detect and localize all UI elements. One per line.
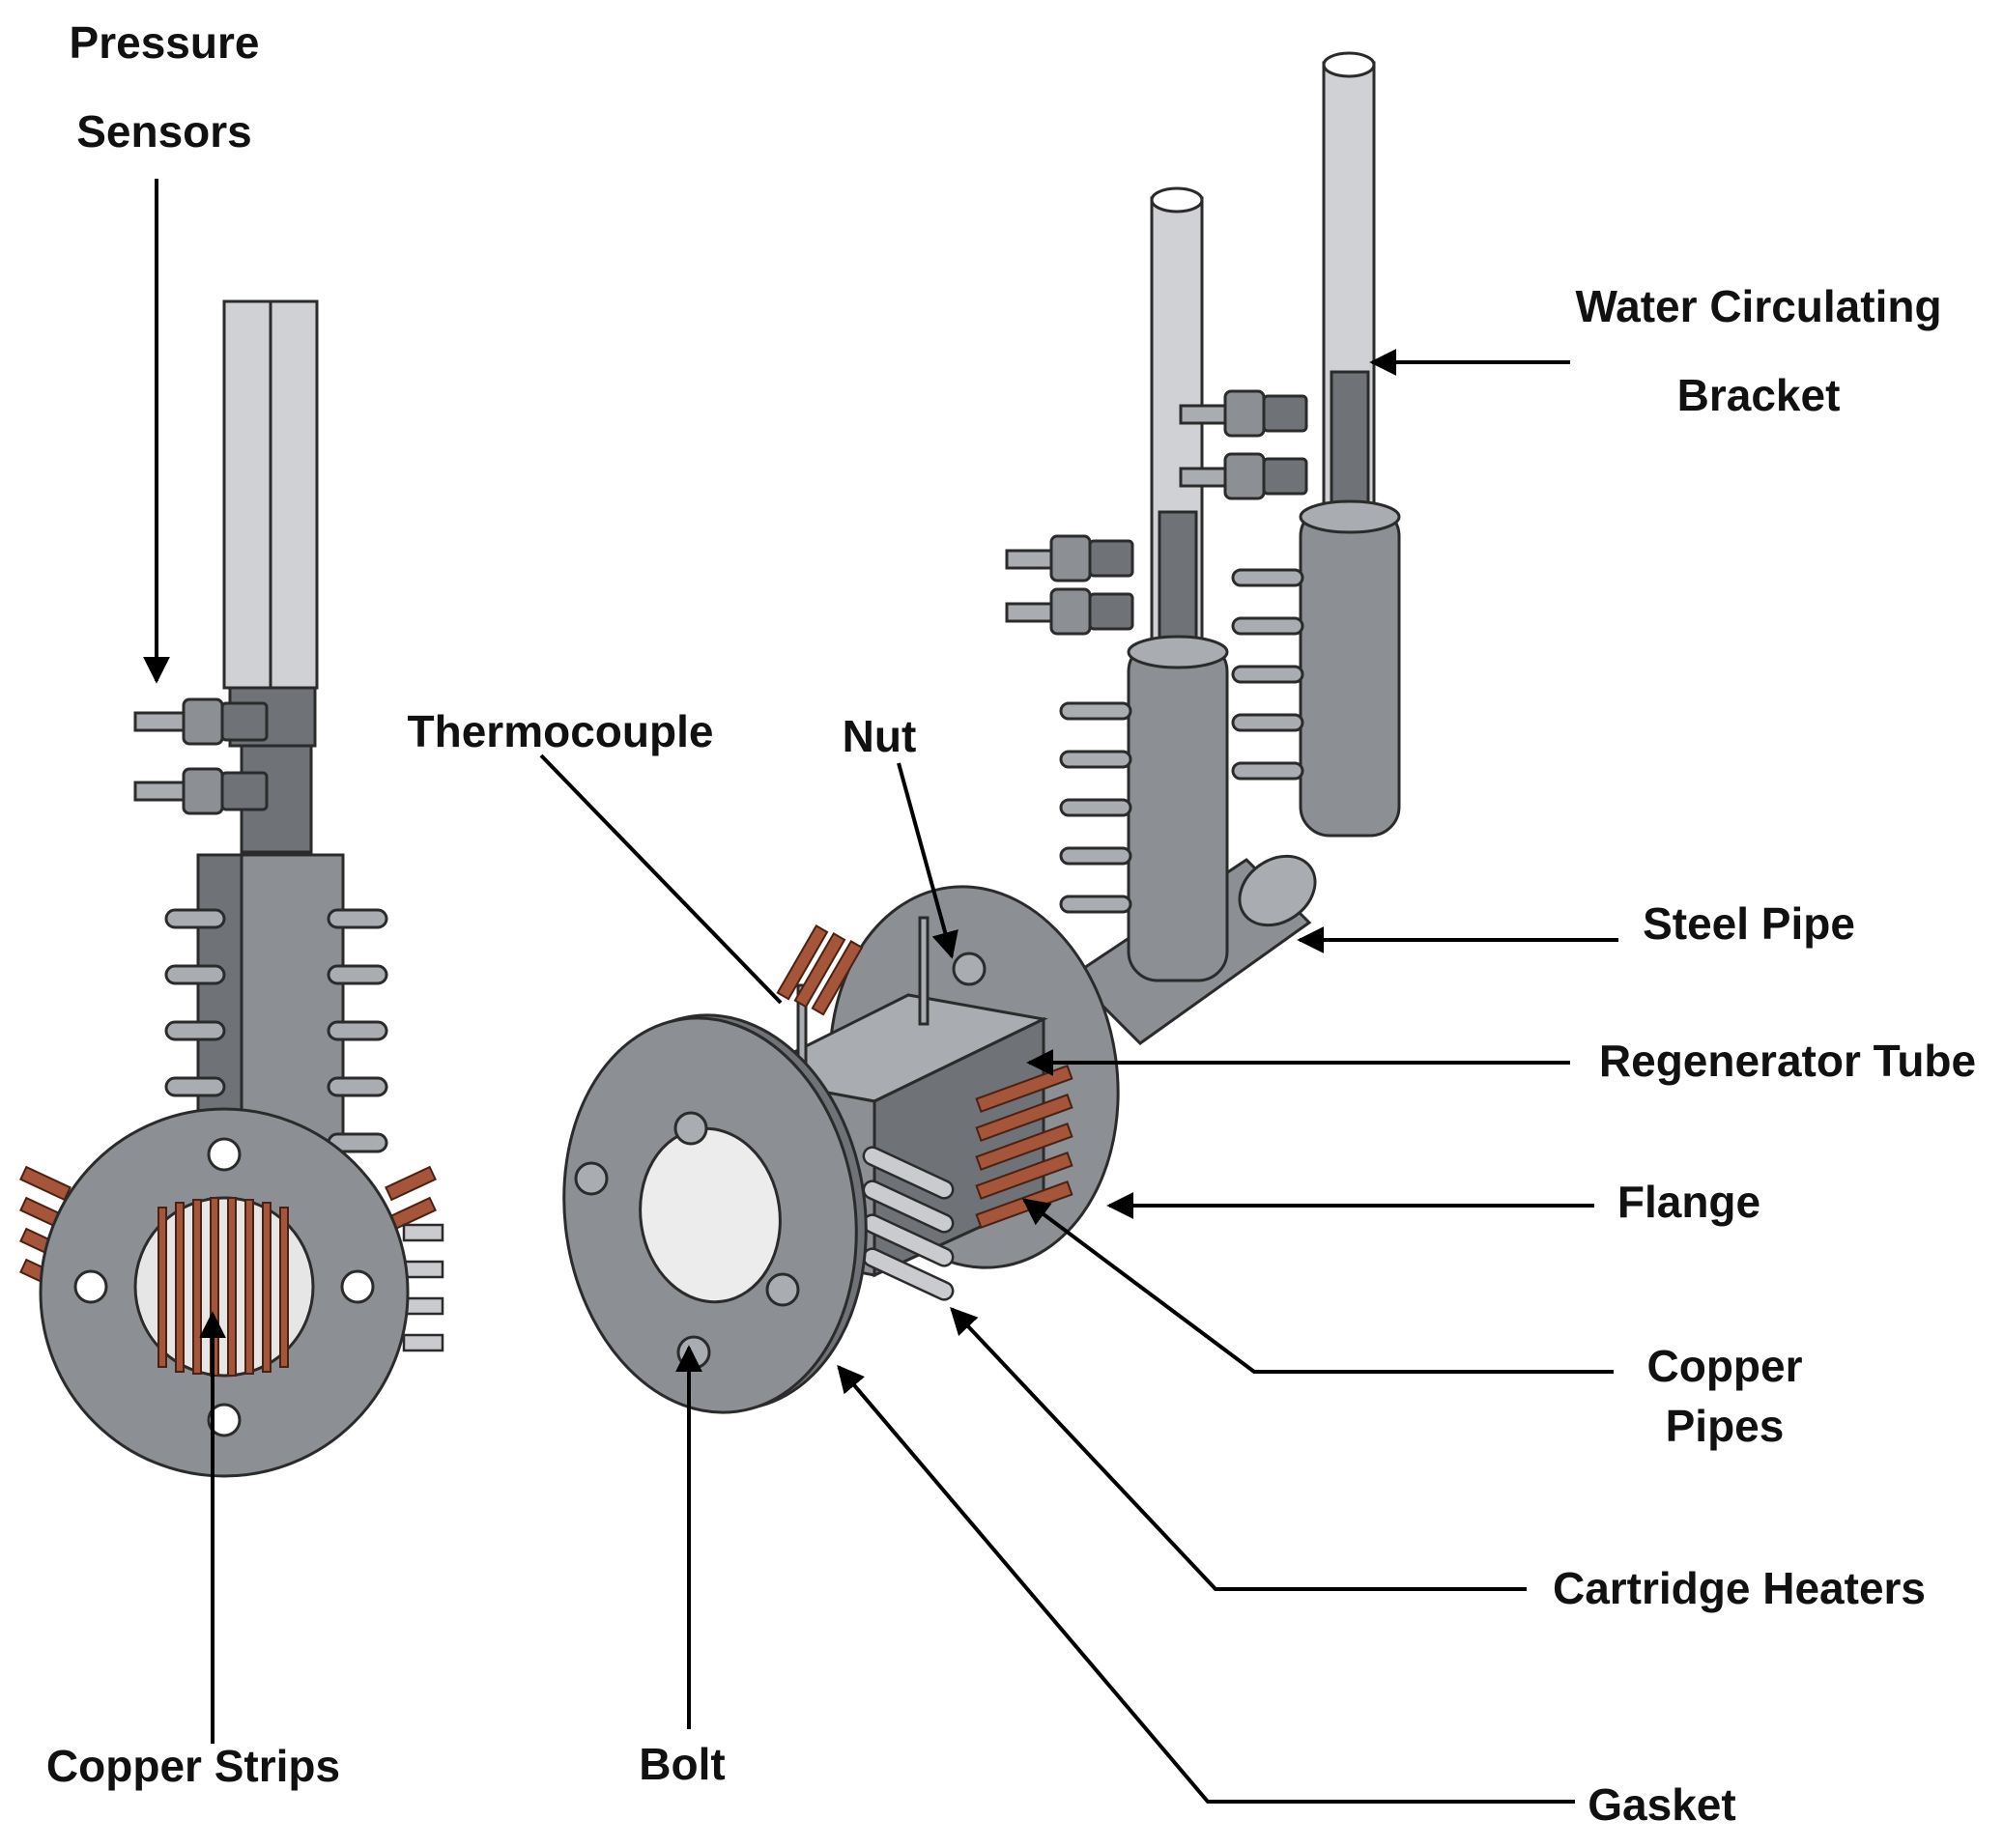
label-copper-strips: Copper Strips — [46, 1741, 340, 1791]
front-bolt-hole — [207, 1403, 242, 1437]
label-bolt: Bolt — [639, 1739, 725, 1789]
water-column-stubs — [1059, 568, 1304, 914]
front-water-stubs — [164, 908, 388, 1153]
leader-thermocouple — [539, 753, 783, 1005]
iso-pressure-sensors — [1005, 389, 1308, 636]
label-steel-pipe: Steel Pipe — [1643, 898, 1855, 949]
leader-lines — [143, 179, 1618, 1804]
front-pressure-sensors — [133, 697, 269, 815]
label-copper-pipes-1: Copper — [1647, 1341, 1803, 1391]
labels: Pressure Sensors Thermocouple Nut Water … — [46, 17, 1976, 1830]
label-water-circulating-2: Bracket — [1677, 370, 1841, 420]
front-view — [19, 299, 444, 1478]
water-column-left — [1127, 186, 1229, 982]
bolt-head — [574, 1161, 609, 1196]
leader-cartridge-heaters — [950, 1306, 1527, 1591]
label-pressure-sensors-2: Sensors — [76, 106, 252, 156]
cartridge-heaters — [862, 1146, 955, 1301]
label-water-circulating-1: Water Circulating — [1575, 281, 1941, 331]
label-copper-pipes-2: Pipes — [1666, 1401, 1785, 1451]
front-side-heaters — [402, 1223, 444, 1352]
label-cartridge-heaters: Cartridge Heaters — [1553, 1563, 1926, 1613]
copper-pipes — [975, 1065, 1073, 1229]
label-flange: Flange — [1617, 1177, 1760, 1227]
leader-gasket — [837, 1364, 1575, 1804]
isometric-view — [562, 51, 1401, 1414]
nut — [952, 952, 987, 986]
front-bolt-hole — [207, 1137, 242, 1172]
front-glass-column-left — [222, 299, 272, 690]
label-nut: Nut — [843, 711, 917, 761]
label-thermocouple: Thermocouple — [408, 706, 714, 756]
front-body-shade — [196, 853, 243, 1147]
bolt-head — [676, 1335, 711, 1370]
bolt-head — [765, 1272, 800, 1307]
label-regenerator-tube: Regenerator Tube — [1599, 1036, 1976, 1086]
bolt-head — [673, 1111, 708, 1146]
label-gasket: Gasket — [1588, 1779, 1735, 1830]
water-column-right — [1299, 51, 1401, 838]
copper-pipes-back — [776, 924, 864, 1016]
label-pressure-sensors-1: Pressure — [70, 17, 260, 68]
front-bolt-hole — [73, 1269, 108, 1304]
leader-nut — [897, 762, 959, 959]
leader-copper-pipes — [1021, 1198, 1614, 1374]
front-bolt-hole — [340, 1269, 375, 1304]
front-glass-column-right — [269, 299, 319, 690]
